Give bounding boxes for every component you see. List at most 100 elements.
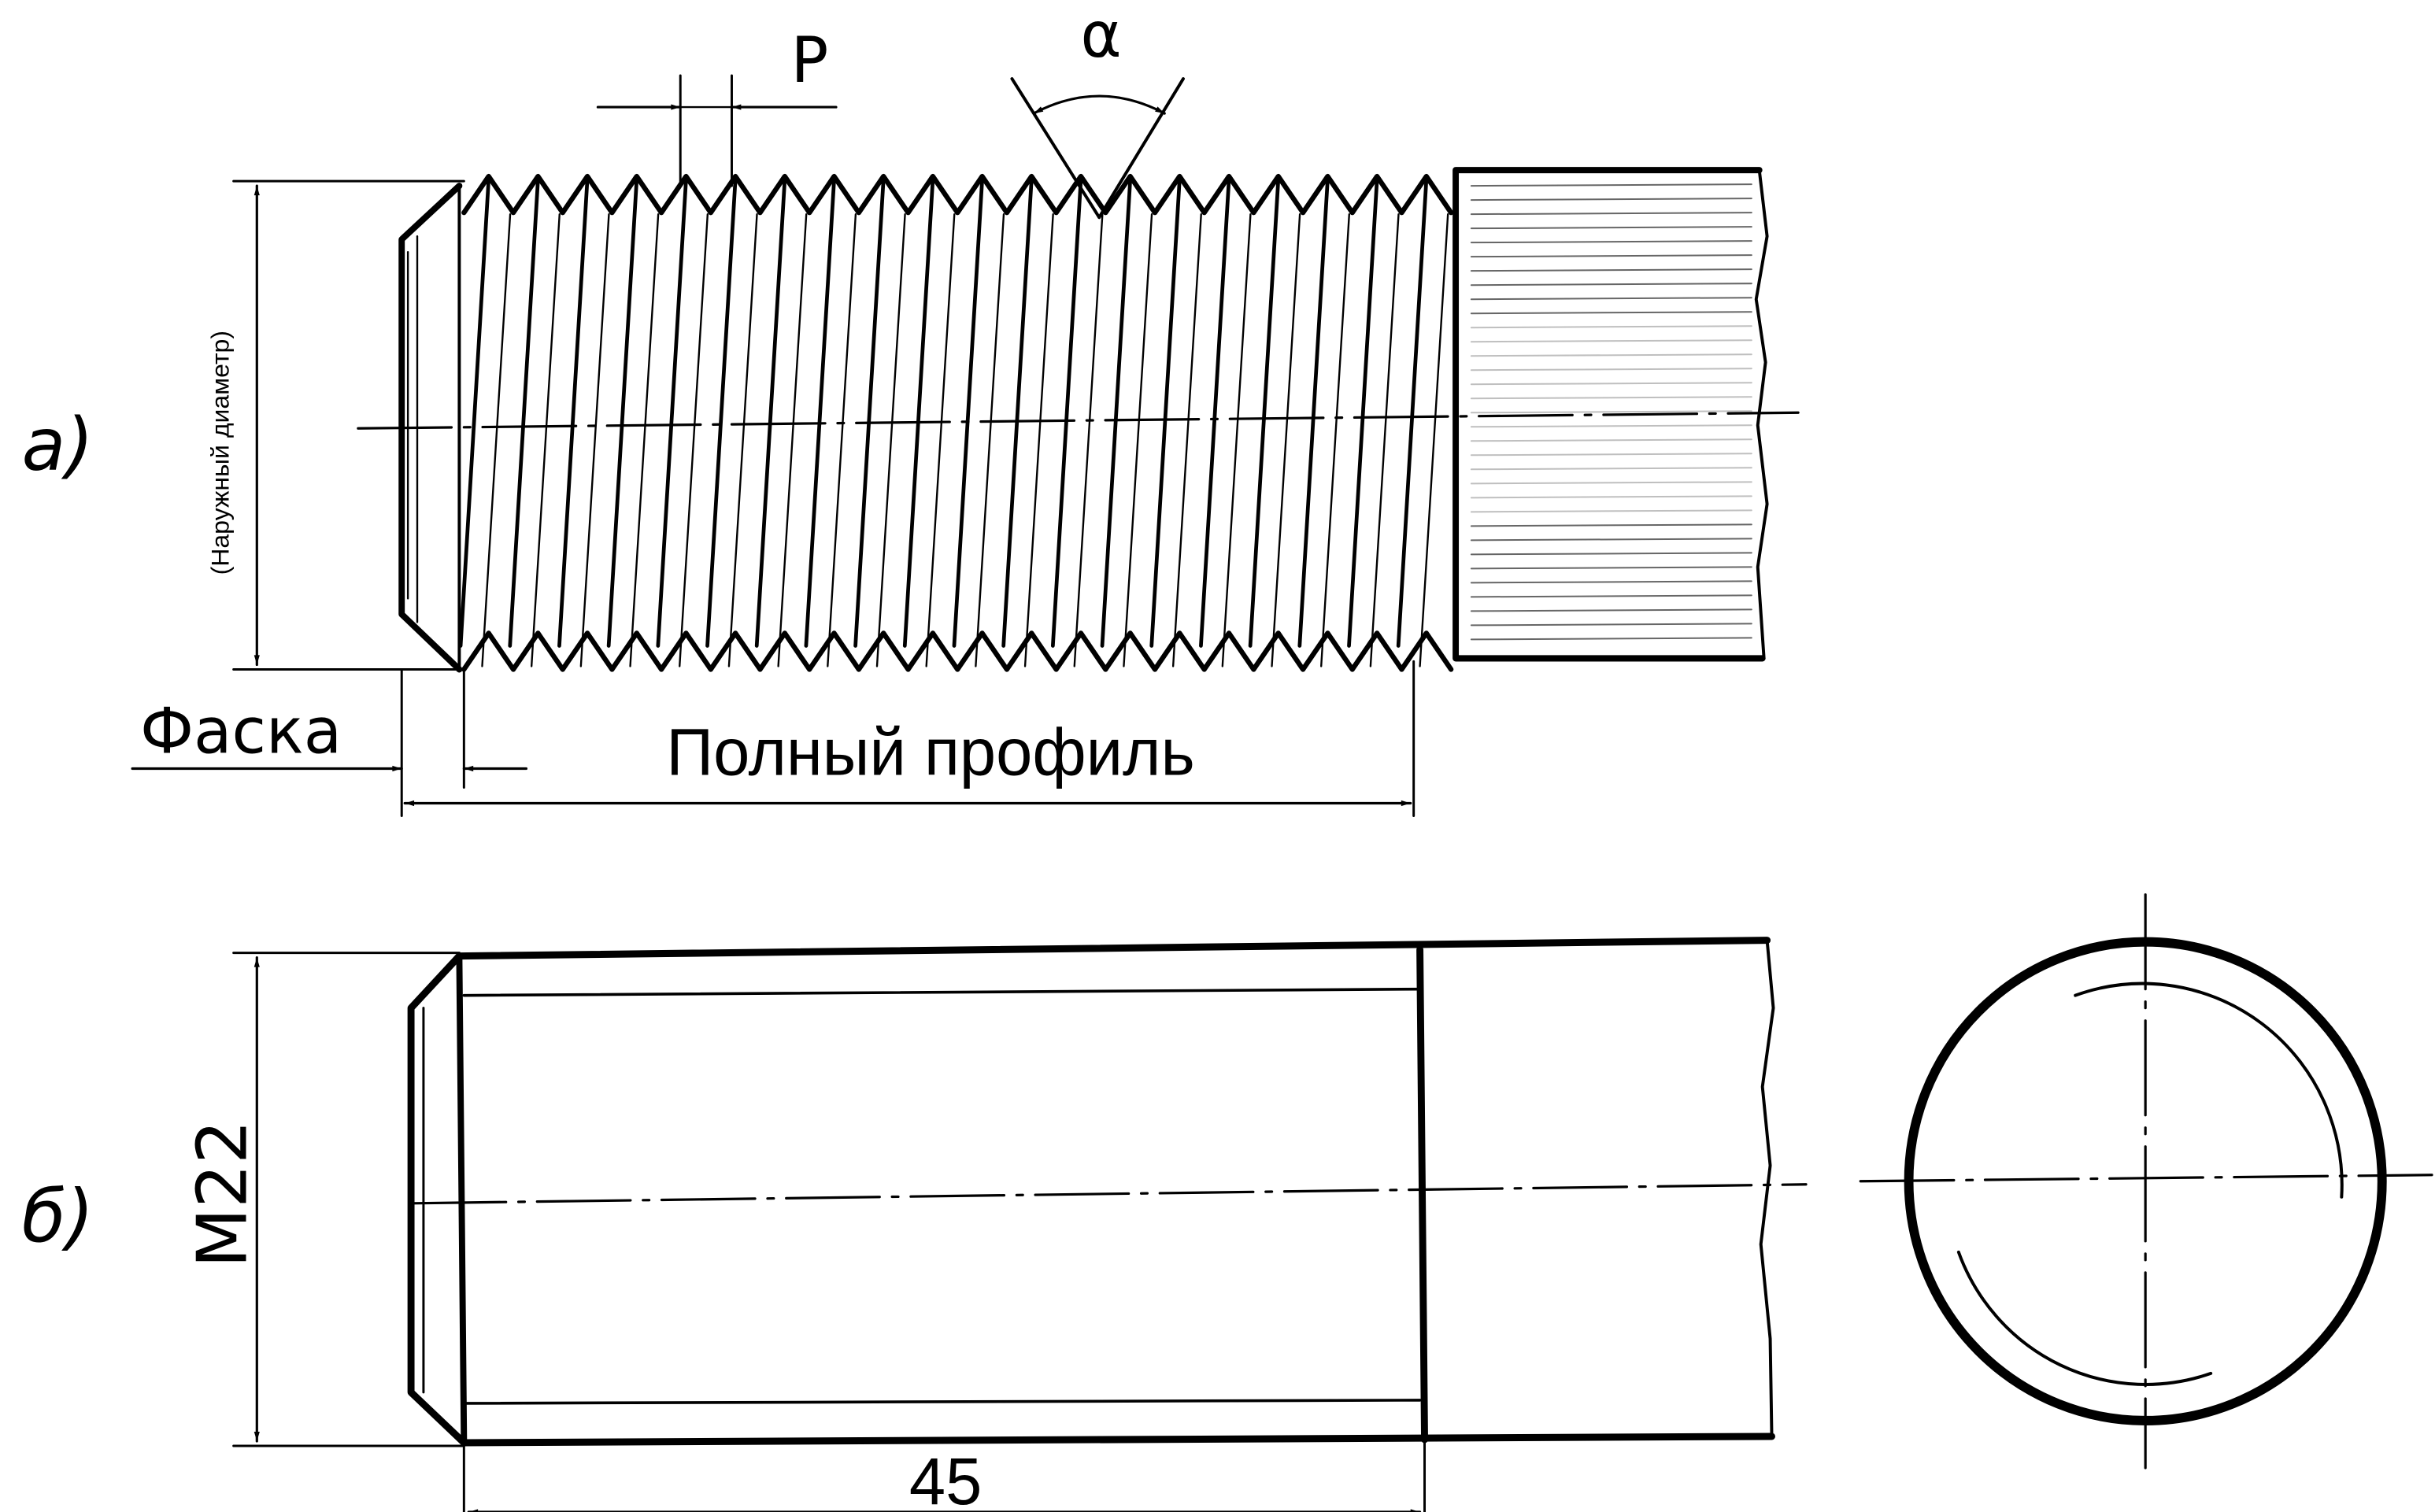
view-a-chamfer — [398, 183, 463, 673]
view-a-centerline — [357, 411, 1800, 430]
thread-root-helix-line — [530, 213, 561, 667]
outer-diameter-label: (Наружный диаметр) — [206, 331, 235, 575]
thread-helix-line — [1199, 177, 1231, 648]
shank-shading-line — [1470, 623, 1752, 627]
thread-helix-line — [1050, 177, 1083, 648]
chamfer-label: Фаска — [140, 694, 342, 768]
thread-root-helix-line — [777, 213, 808, 667]
thread-helix-line — [952, 177, 984, 648]
shank-shading-line — [1470, 424, 1752, 428]
thread-helix-line — [804, 177, 836, 648]
thread-root-helix-line — [975, 213, 1005, 667]
view-a-shank — [1452, 167, 1766, 662]
thread-helix-line — [1100, 177, 1133, 648]
angle-leg-right — [1097, 77, 1185, 220]
thread-crest-profile — [461, 173, 1454, 216]
pitch-label: P — [791, 24, 829, 98]
thread-root-helix-line — [1123, 213, 1153, 667]
end-view-thread-arc-bottom — [1956, 1250, 2213, 1386]
thread-helix-line — [458, 177, 491, 648]
thread-helix-line — [508, 177, 540, 648]
thread-helix-line — [606, 177, 639, 648]
view-a-thread-helix — [458, 177, 1449, 667]
shank-shading-line — [1470, 212, 1752, 216]
shank-shading-line — [1470, 594, 1752, 598]
shank-shading-line — [1470, 509, 1752, 513]
shank-shading-line — [1470, 523, 1752, 527]
view-b-conventional-image — [232, 893, 2433, 1512]
shank-shading-line — [1470, 226, 1752, 230]
m22-label: M22 — [183, 1120, 262, 1268]
thread-root-helix-line — [1320, 213, 1350, 667]
shank-shading-line — [1470, 368, 1752, 372]
shank-shading-line — [1470, 396, 1752, 400]
shank-shading-line — [1470, 297, 1752, 301]
thread-root-helix-line — [727, 213, 758, 667]
shank-shading-line — [1470, 240, 1752, 244]
thread-root-helix-line — [679, 213, 709, 667]
thread-helix-line — [1396, 177, 1429, 648]
thread-root-helix-line — [1073, 213, 1104, 667]
thread-helix-line — [853, 177, 886, 648]
thread-helix-line — [1149, 177, 1182, 648]
shank-shading-line — [1470, 353, 1752, 357]
thread-root-helix-line — [1171, 213, 1202, 667]
view-a-thread-teeth — [461, 173, 1454, 672]
thread-root-helix-line — [1419, 213, 1449, 667]
end-view-centerline-h — [1859, 1174, 2433, 1183]
view-b-minor-diameter-top — [462, 987, 1422, 997]
angle-arc — [1032, 94, 1166, 115]
thread-helix-line — [1347, 177, 1379, 648]
shank-shading-line — [1470, 481, 1752, 485]
shank-shading-line — [1470, 608, 1752, 612]
thread-helix-line — [705, 177, 738, 648]
thread-root-helix-line — [629, 213, 660, 667]
thread-helix-line — [557, 177, 590, 648]
thread-helix-line — [902, 177, 935, 648]
shank-shading-line — [1470, 538, 1752, 542]
thread-helix-line — [1248, 177, 1281, 648]
shank-shading-line — [1470, 580, 1752, 584]
thread-root-helix-line — [1023, 213, 1054, 667]
shank-shading-line — [1470, 637, 1752, 641]
angle-label: α — [1080, 0, 1121, 72]
thread-helix-line — [1001, 177, 1034, 648]
shank-shading-line — [1470, 183, 1752, 187]
shank-shading-line — [1470, 453, 1752, 457]
shank-shading-line — [1470, 325, 1752, 329]
thread-root-helix-line — [875, 213, 906, 667]
shank-shading-line — [1470, 410, 1752, 414]
view-a-thread-image — [131, 74, 1800, 818]
shank-shading-line — [1470, 311, 1752, 315]
view-a-label: а) — [22, 402, 94, 487]
view-b-label: б) — [22, 1174, 94, 1259]
angle-leg-left — [1010, 77, 1101, 220]
full-profile-label: Полный профиль — [666, 715, 1194, 789]
shank-shading-line — [1470, 495, 1752, 499]
thread-root-helix-line — [481, 213, 512, 667]
thread-helix-line — [656, 177, 688, 648]
shank-shading-line — [1470, 438, 1752, 442]
shank-shading-line — [1470, 254, 1752, 258]
thread-root-helix-line — [1221, 213, 1252, 667]
view-b-thread-end — [1416, 946, 1428, 1444]
thread-root-helix-line — [1369, 213, 1400, 667]
thread-root-helix-line — [579, 213, 610, 667]
view-b-centerline — [411, 1183, 1808, 1205]
shank-shading-line — [1470, 552, 1752, 556]
view-b-minor-diameter-bottom — [462, 1399, 1422, 1405]
shank-shading-line — [1470, 566, 1752, 570]
view-a-shank-texture — [1470, 183, 1752, 641]
thread-root-profile — [461, 630, 1454, 672]
shank-shading-line — [1470, 382, 1752, 386]
shank-shading-line — [1470, 283, 1752, 287]
thread-helix-line — [754, 177, 787, 648]
thread-root-helix-line — [827, 213, 857, 667]
shank-shading-line — [1470, 467, 1752, 471]
shank-shading-line — [1470, 268, 1752, 272]
thread-root-helix-line — [925, 213, 956, 667]
shank-shading-line — [1470, 198, 1752, 201]
thread-helix-line — [1297, 177, 1330, 648]
view-b-outline — [407, 937, 1775, 1447]
